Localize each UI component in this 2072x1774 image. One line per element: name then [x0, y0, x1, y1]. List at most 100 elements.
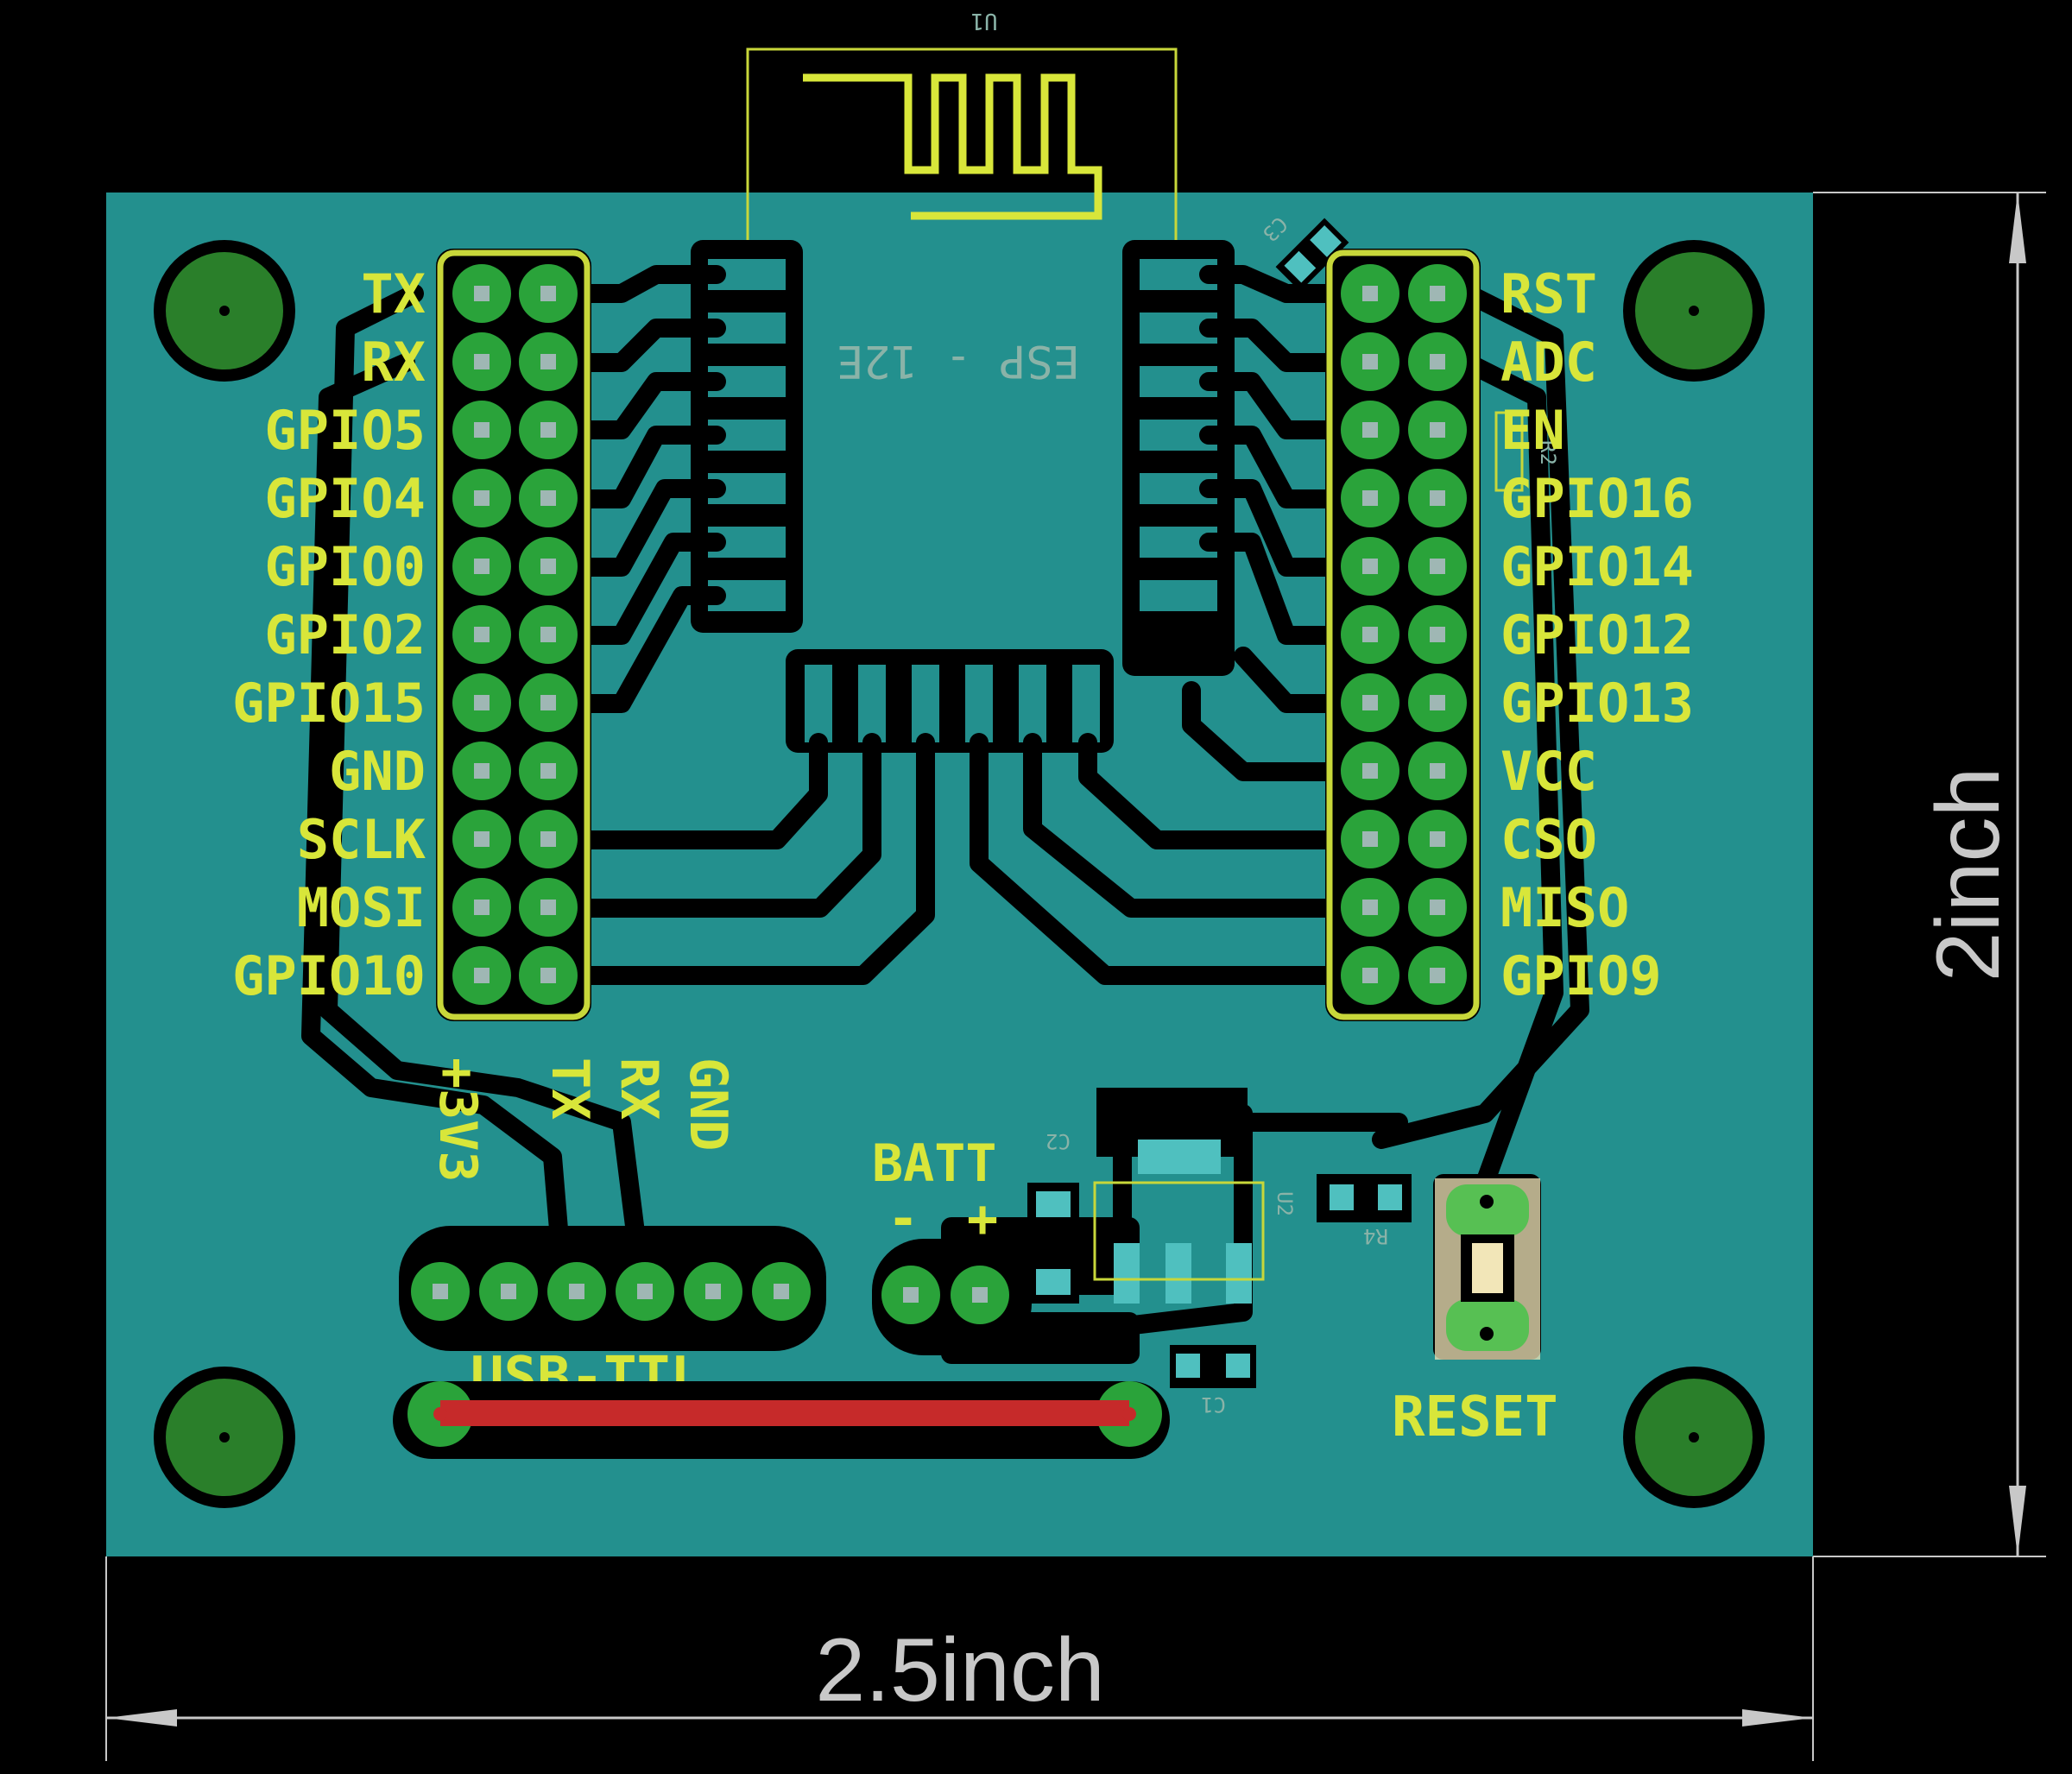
usb-pin-3v3-label: +3V3	[427, 1057, 488, 1183]
right-pin-label: GPIO12	[1500, 603, 1694, 666]
batt-minus: -	[888, 1189, 919, 1249]
usb-ttl-pad	[616, 1262, 674, 1321]
mounting-hole	[154, 1367, 295, 1508]
jumper-wire	[393, 1381, 1170, 1459]
width-label: 2.5inch	[815, 1620, 1104, 1720]
right-pin-label: GPIO14	[1500, 535, 1694, 598]
left-pin-label: SCLK	[297, 808, 426, 871]
right-header-pad	[1408, 537, 1467, 596]
right-pin-label: VCC	[1500, 740, 1597, 803]
left-header-pad	[519, 673, 578, 732]
left-header-pad	[519, 605, 578, 664]
module-ref: U1	[970, 8, 997, 34]
left-header-pad	[452, 878, 511, 937]
width-dimension: 2.5inch	[105, 1556, 1814, 1761]
right-header-pad	[1408, 673, 1467, 732]
left-pin-label: RX	[361, 331, 426, 394]
mounting-holes	[154, 240, 1765, 1508]
left-header-labels: TXRXGPIO5GPIO4GPIO0GPIO2GPIO15GNDSCLKMOS…	[232, 262, 426, 1007]
right-pin-label: MISO	[1500, 876, 1629, 939]
right-header-pad	[1341, 332, 1399, 391]
right-pin-label: RST	[1500, 262, 1597, 325]
right-pin-label: CSO	[1500, 808, 1597, 871]
right-header-pad	[1408, 401, 1467, 459]
left-header-pad	[519, 946, 578, 1005]
left-header-pad	[519, 469, 578, 527]
right-header-pad	[1408, 332, 1467, 391]
left-header-pad	[452, 673, 511, 732]
left-pin-label: GPIO0	[264, 535, 426, 598]
right-header-pad	[1341, 401, 1399, 459]
left-header-pad	[452, 537, 511, 596]
height-label: 2inch	[1918, 767, 2018, 982]
right-header-pad	[1408, 605, 1467, 664]
left-pin-label: MOSI	[297, 876, 426, 939]
right-header-pad	[1408, 469, 1467, 527]
left-pin-label: TX	[361, 262, 426, 325]
usb-ttl-pad	[479, 1262, 538, 1321]
mounting-hole	[154, 240, 295, 382]
usb-pin-rx-label: RX	[609, 1057, 669, 1120]
left-pin-label: GPIO5	[264, 399, 426, 462]
left-pin-label: GPIO4	[264, 467, 426, 530]
left-pin-label: GPIO15	[232, 672, 426, 735]
batt-pad	[881, 1266, 940, 1324]
left-header-pad	[519, 742, 578, 800]
u2-label: U2	[1273, 1191, 1297, 1216]
left-header-pad	[452, 742, 511, 800]
left-pin-label: GND	[329, 740, 426, 803]
right-header-pads	[1341, 264, 1467, 1005]
left-pin-label: GPIO2	[264, 603, 426, 666]
right-header-pad	[1341, 537, 1399, 596]
usb-ttl-pad	[547, 1262, 606, 1321]
usb-ttl-pin-labels: +3V3 TX RX GND	[427, 1057, 738, 1183]
usb-ttl-pads	[411, 1262, 811, 1321]
right-pin-label: GPIO9	[1500, 944, 1662, 1007]
mounting-hole	[1623, 240, 1765, 382]
batt-title: BATT	[872, 1133, 997, 1194]
left-header-pad	[519, 401, 578, 459]
right-header-pad	[1408, 878, 1467, 937]
usb-pin-gnd-label: GND	[678, 1057, 738, 1151]
right-header-labels: RSTADCENGPIO16GPIO14GPIO12GPIO13VCCCSOMI…	[1500, 262, 1694, 1007]
usb-ttl-pad	[684, 1262, 742, 1321]
u2-outline	[1093, 1181, 1265, 1281]
left-header-pad	[452, 605, 511, 664]
left-header-pad	[519, 537, 578, 596]
c2-label: C2	[1045, 1129, 1071, 1153]
right-pin-label: GPIO13	[1500, 672, 1694, 735]
batt-pads	[881, 1266, 1009, 1324]
left-header-pads	[452, 264, 578, 1005]
left-header-pad	[519, 332, 578, 391]
usb-ttl-pad	[752, 1262, 811, 1321]
right-header-pad	[1341, 605, 1399, 664]
right-header-pad	[1408, 742, 1467, 800]
right-header-pad	[1341, 810, 1399, 868]
esp-module-outline: U1 ESP - 12E	[746, 8, 1178, 387]
reset-label: RESET	[1392, 1386, 1558, 1449]
left-header-pad	[519, 878, 578, 937]
reset-button[interactable]	[1433, 1174, 1541, 1360]
left-header-pad	[519, 810, 578, 868]
right-header-pad	[1341, 946, 1399, 1005]
right-pin-label: GPIO16	[1500, 467, 1694, 530]
right-header-pad	[1341, 264, 1399, 323]
module-name: ESP - 12E	[837, 335, 1080, 387]
right-header-pad	[1341, 878, 1399, 937]
r2-label: R2	[1536, 440, 1560, 465]
left-header-pad	[519, 264, 578, 323]
height-dimension: 2inch	[1813, 192, 2046, 1557]
module-pad-fingers	[708, 259, 1217, 742]
right-pin-label: EN	[1500, 399, 1565, 462]
right-header-pad	[1341, 469, 1399, 527]
right-header-pad	[1341, 742, 1399, 800]
left-header-pad	[452, 264, 511, 323]
left-header-pad	[452, 401, 511, 459]
left-header-pad	[452, 810, 511, 868]
left-header-pad	[452, 469, 511, 527]
batt-plus: +	[967, 1189, 998, 1249]
batt-pad	[951, 1266, 1009, 1324]
r4-label: R4	[1363, 1224, 1388, 1248]
right-header-pad	[1341, 673, 1399, 732]
